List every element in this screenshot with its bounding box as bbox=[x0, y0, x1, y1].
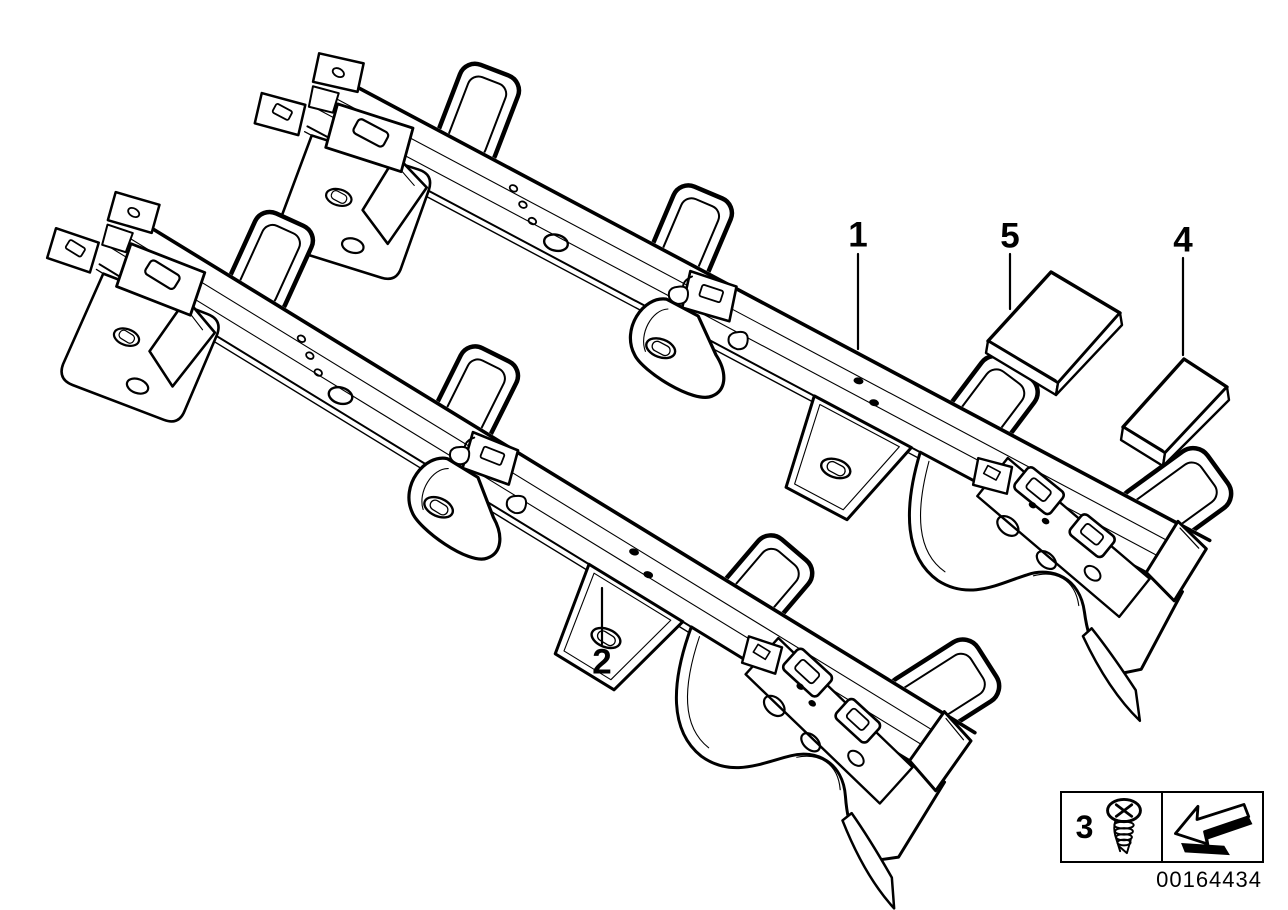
screw-icon bbox=[1106, 797, 1143, 855]
part-5-pad bbox=[984, 270, 1124, 397]
legend-screw-cell: 3 bbox=[1060, 791, 1163, 863]
direction-arrow-icon bbox=[1173, 803, 1252, 856]
legend-item-number: 3 bbox=[1075, 809, 1094, 845]
part-number: 00164434 bbox=[1156, 867, 1262, 892]
callout-4: 4 bbox=[1173, 220, 1193, 260]
legend-box: 3 bbox=[1060, 791, 1264, 863]
callout-2: 2 bbox=[592, 642, 612, 682]
legend-arrow-cell bbox=[1163, 791, 1264, 863]
callout-5: 5 bbox=[1000, 216, 1020, 256]
callout-1: 1 bbox=[848, 215, 868, 255]
part-4-pad bbox=[1119, 357, 1231, 468]
